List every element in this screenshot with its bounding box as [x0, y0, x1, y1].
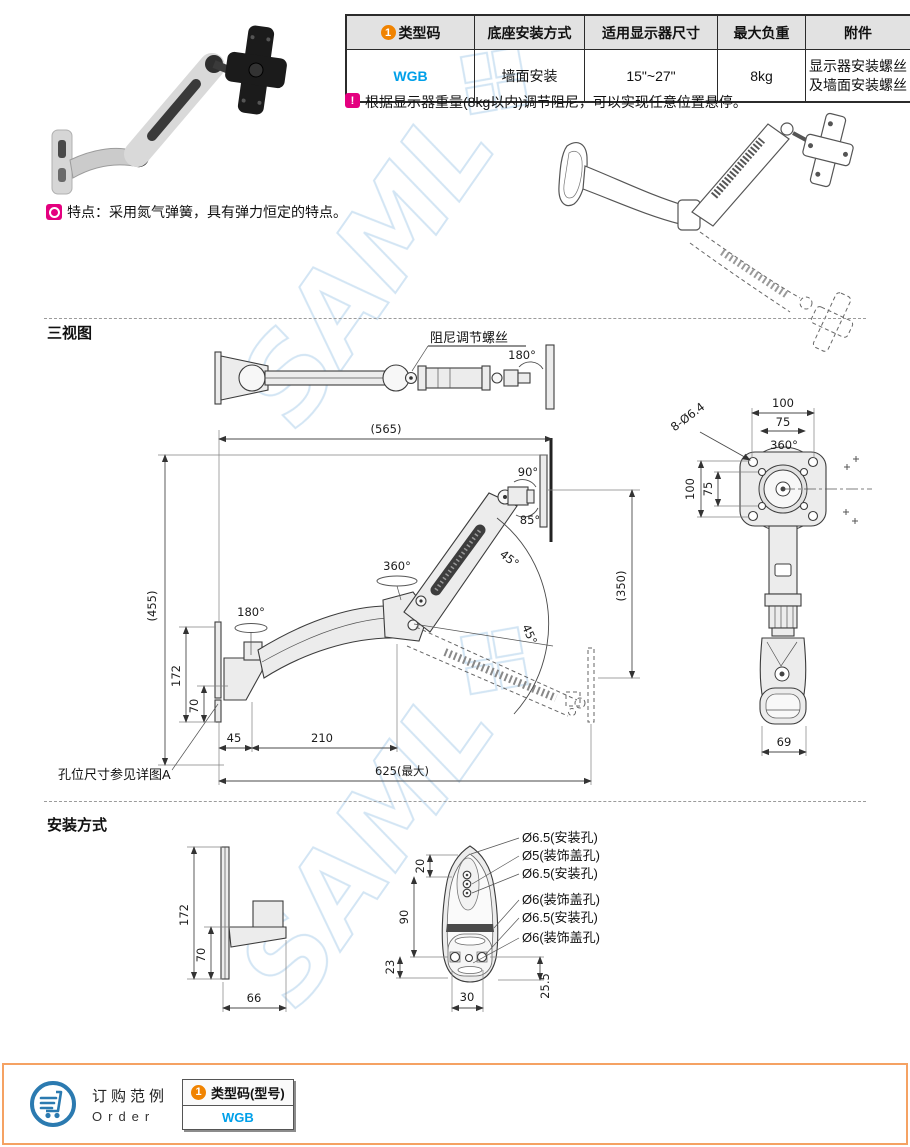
install-front-drawing: 20 90 23 30 25.5 Ø6.5(安装孔) Ø5(装饰盖孔) Ø6.5… — [383, 830, 600, 1012]
front-360-label: 360° — [770, 438, 798, 452]
dim-172-side: 172 — [169, 665, 183, 687]
dim-172-install: 172 — [177, 904, 191, 926]
dim-vesa-75w: 75 — [776, 415, 791, 429]
order-example-box: 订购范例 Order 1 类型码(型号) WGB — [2, 1063, 908, 1145]
registration-marks — [843, 456, 859, 524]
order-title-en: Order — [92, 1108, 156, 1124]
spec-table-value-row: WGB 墙面安装 15"~27" 8kg 显示器安装螺丝 及墙面安装螺丝 — [347, 50, 910, 101]
spec-table-header-row: 1 类型码 底座安装方式 适用显示器尺寸 最大负重 附件 — [347, 16, 910, 50]
spec-header-base-mount: 底座安装方式 — [475, 16, 585, 50]
overview-sketch — [558, 112, 854, 352]
three-view-title: 三视图 — [47, 325, 93, 342]
dim-350: (350) — [614, 571, 628, 602]
sketch-ghost-position — [689, 231, 854, 352]
spec-table: 1 类型码 底座安装方式 适用显示器尺寸 最大负重 附件 WGB 墙面安装 15… — [345, 14, 910, 103]
base-180-label: 180° — [237, 605, 265, 619]
spec-header-accessory: 附件 — [806, 16, 910, 50]
dim-210: 210 — [311, 731, 333, 745]
cart-icon — [30, 1081, 76, 1127]
side-view-ghost — [406, 626, 595, 723]
dim-70-side: 70 — [187, 699, 201, 714]
damping-note: ! 根据显示器重量(8kg以内)调节阻尼，可以实现任意位置悬停。 — [345, 92, 747, 112]
callout-hole-3: Ø6.5(安装孔) — [522, 866, 598, 881]
spec-value-monitor-size: 15"~27" — [585, 50, 718, 101]
spec-value-type-code: WGB — [347, 50, 475, 101]
dim-25-5: 25.5 — [538, 973, 552, 999]
dim-30: 30 — [460, 990, 475, 1004]
dim-45: 45 — [227, 731, 242, 745]
dim-565: (565) — [371, 422, 402, 436]
tilt-85-label: 85° — [520, 513, 540, 527]
section-divider-bottom — [44, 801, 866, 802]
product-photo — [51, 25, 287, 195]
number-1-badge-icon: 1 — [380, 25, 396, 40]
dim-23: 23 — [383, 960, 397, 975]
section-divider-top — [44, 318, 866, 319]
top-view-180-label: 180° — [508, 348, 536, 362]
joint-360-label: 360° — [383, 559, 411, 573]
dim-90: 90 — [397, 910, 411, 925]
dim-20: 20 — [413, 859, 427, 874]
tilt-90-label: 90° — [518, 465, 538, 479]
dim-vesa-100w: 100 — [772, 396, 794, 410]
side-view-drawing: 360° 180° 90° 85° 45° 45° (565) (455) — [58, 422, 640, 785]
hole-detail-note: 孔位尺寸参见详图A — [58, 767, 171, 782]
arc-45-upper-label: 45° — [497, 547, 522, 571]
exclamation-icon: ! — [345, 93, 360, 108]
order-code-value: WGB — [221, 1109, 254, 1125]
front-view-drawing: 100 75 100 75 8-Ø6.4 360° 69 — [668, 396, 872, 756]
feature-note: 特点：采用氮气弹簧，具有弹力恒定的特点。 — [46, 202, 347, 222]
dim-vesa-100h: 100 — [683, 478, 697, 500]
install-title: 安装方式 — [47, 817, 108, 834]
target-icon — [46, 204, 62, 220]
spec-value-max-load: 8kg — [718, 50, 806, 101]
dim-8-holes: 8-Ø6.4 — [668, 400, 707, 435]
number-1-badge-icon: 1 — [191, 1084, 207, 1100]
vesa-plate-photo — [225, 25, 287, 115]
damper-screw-label: 阻尼调节螺丝 — [430, 330, 508, 345]
spec-value-accessory: 显示器安装螺丝 及墙面安装螺丝 — [809, 58, 907, 93]
callout-hole-4: Ø6(装饰盖孔) — [522, 892, 600, 907]
dim-455: (455) — [145, 591, 159, 622]
order-code-table: 1 类型码(型号) WGB — [182, 1078, 294, 1130]
install-side-drawing: 172 70 66 — [177, 846, 287, 1012]
spec-value-base-mount: 墙面安装 — [475, 50, 585, 101]
callout-hole-2: Ø5(装饰盖孔) — [522, 848, 600, 863]
dim-70-install: 70 — [194, 948, 208, 963]
dim-66-install: 66 — [247, 991, 262, 1005]
dim-625-max: 625(最大) — [375, 764, 429, 778]
callout-hole-5: Ø6.5(安装孔) — [522, 910, 598, 925]
callout-hole-6: Ø6(装饰盖孔) — [522, 930, 600, 945]
order-code-header: 1 类型码(型号) — [183, 1079, 293, 1106]
dim-69: 69 — [777, 735, 792, 749]
spec-header-monitor-size: 适用显示器尺寸 — [585, 16, 718, 50]
top-view-drawing: 阻尼调节螺丝 180° — [214, 330, 555, 410]
dim-vesa-75h: 75 — [701, 482, 715, 497]
order-title-cn: 订购范例 — [92, 1087, 169, 1105]
callout-hole-1: Ø6.5(安装孔) — [522, 830, 598, 845]
spec-header-max-load: 最大负重 — [718, 16, 806, 50]
spec-header-type-code: 1 类型码 — [347, 16, 475, 50]
